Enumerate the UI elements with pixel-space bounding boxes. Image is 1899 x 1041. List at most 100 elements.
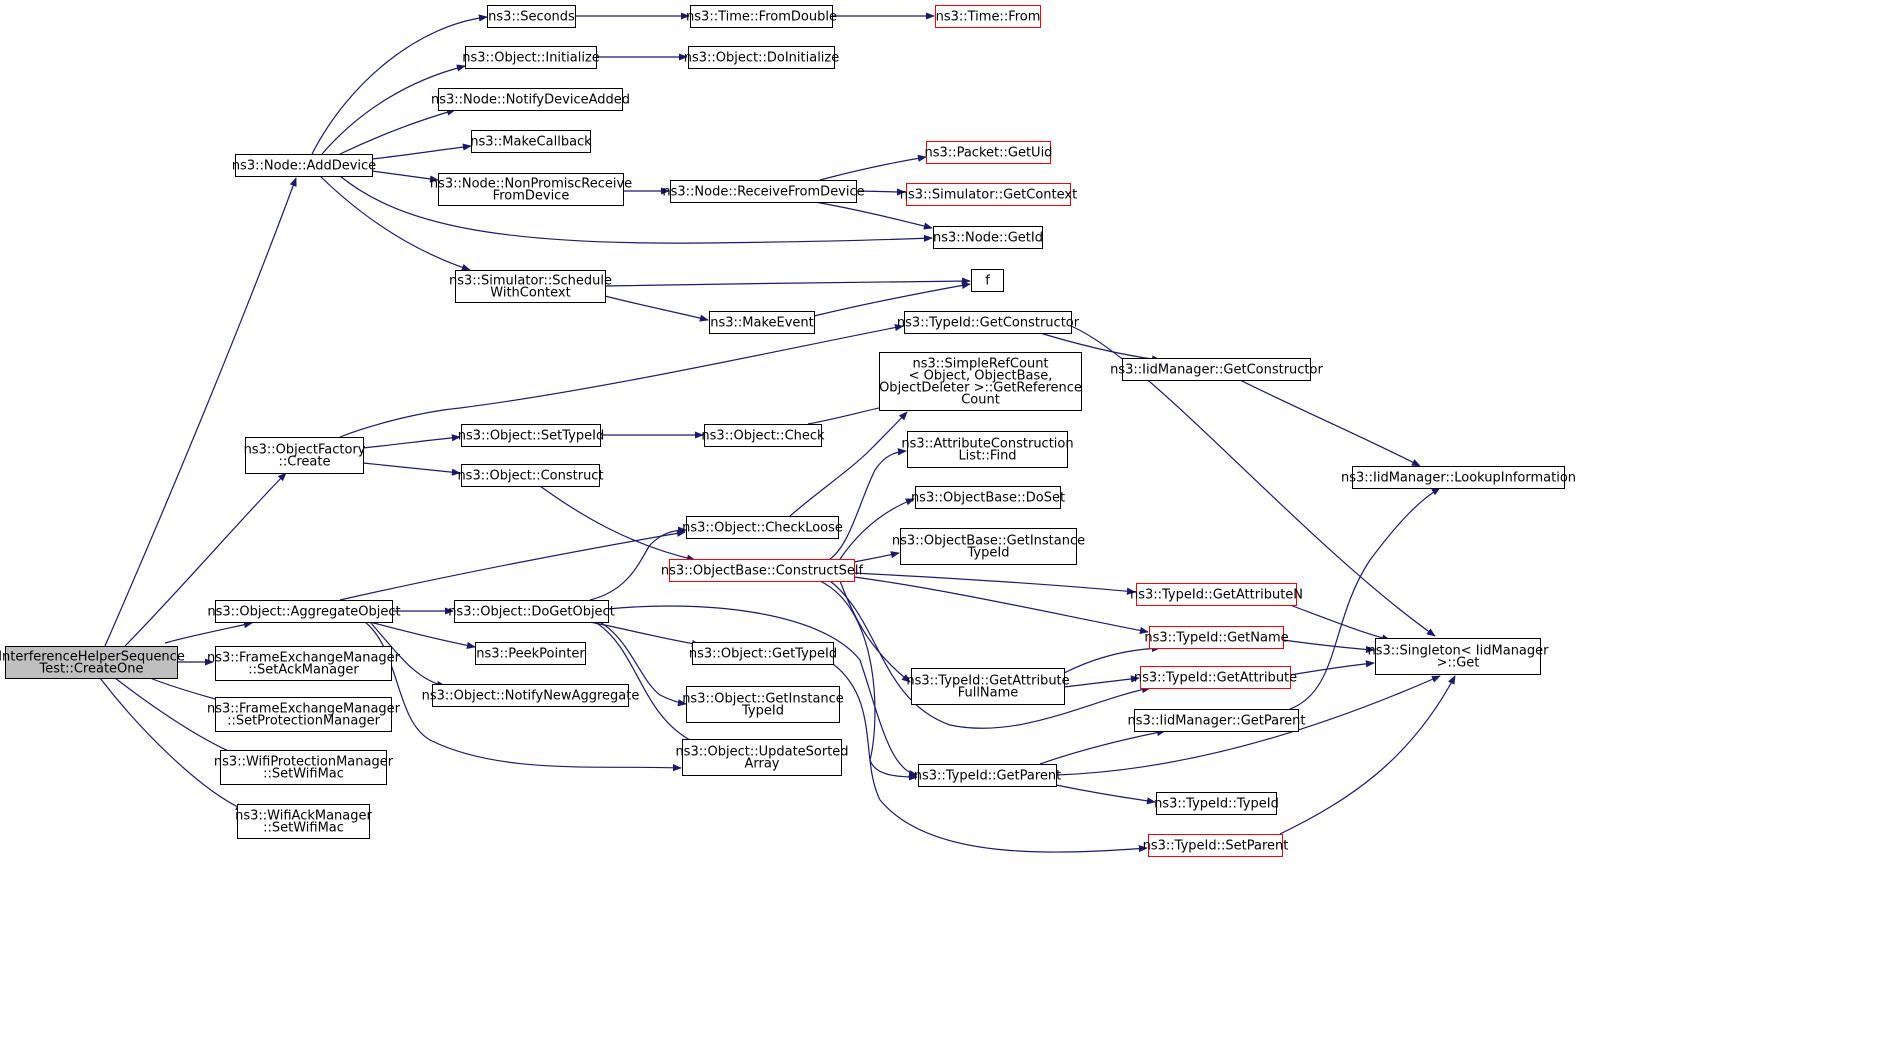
edge-receiveFromDevice-to-nodeGetId bbox=[814, 201, 933, 230]
node-wifiProtSetMac[interactable]: ns3::WifiProtectionManager::SetWifiMac bbox=[214, 750, 394, 785]
edge-constructSelf-to-getAttribute bbox=[829, 580, 1151, 729]
node-label-line: ::SetWifiMac bbox=[263, 821, 344, 836]
node-simpleRefCount[interactable]: ns3::SimpleRefCount< Object, ObjectBase,… bbox=[879, 352, 1082, 411]
node-objCheck[interactable]: ns3::Object::Check bbox=[701, 424, 825, 447]
node-box bbox=[1140, 666, 1291, 689]
node-label-line: ns3::Object::NotifyNewAggregate bbox=[422, 689, 640, 704]
node-nodeGetId[interactable]: ns3::Node::GetId bbox=[933, 226, 1043, 249]
node-packetGetUid[interactable]: ns3::Packet::GetUid bbox=[925, 141, 1053, 164]
edge-addDevice-to-notifyDeviceAdded bbox=[339, 108, 456, 155]
node-label-line: ::SetProtectionManager bbox=[227, 714, 381, 729]
node-label-line: Array bbox=[744, 757, 779, 772]
node-doSet[interactable]: ns3::ObjectBase::DoSet bbox=[911, 486, 1065, 509]
node-wifiAckSetMac[interactable]: ns3::WifiAckManager::SetWifiMac bbox=[235, 804, 373, 839]
edge-root-to-addDevice bbox=[104, 177, 297, 647]
node-box bbox=[688, 46, 835, 69]
edge-scheduleWithContext-to-makeEvent bbox=[604, 295, 709, 322]
node-typeIdCtor[interactable]: ns3::TypeId::TypeId bbox=[1154, 792, 1279, 815]
node-factoryCreate[interactable]: ns3::ObjectFactory::Create bbox=[244, 437, 366, 474]
node-label-line: < Object, ObjectBase, bbox=[909, 369, 1053, 384]
node-setParent[interactable]: ns3::TypeId::SetParent bbox=[1143, 834, 1289, 857]
node-peekPointer[interactable]: ns3::PeekPointer bbox=[475, 642, 586, 665]
edge-addDevice-to-initialize bbox=[321, 64, 466, 155]
edge-factoryCreate-to-getConstructor bbox=[339, 324, 904, 438]
node-typeIdGetParent[interactable]: ns3::TypeId::GetParent bbox=[914, 764, 1062, 787]
node-receiveFromDevice[interactable]: ns3::Node::ReceiveFromDevice bbox=[662, 180, 865, 203]
node-label-line: ::SetWifiMac bbox=[263, 767, 344, 782]
node-box bbox=[926, 141, 1051, 164]
node-label-line: TypeId bbox=[967, 546, 1010, 561]
node-box bbox=[692, 642, 834, 665]
node-box bbox=[438, 88, 623, 111]
node-makeCallback[interactable]: ns3::MakeCallback bbox=[470, 130, 592, 153]
edge-construct-to-constructSelf bbox=[539, 485, 696, 562]
node-box bbox=[215, 600, 393, 623]
node-initialize[interactable]: ns3::Object::Initialize bbox=[462, 46, 600, 69]
node-getName[interactable]: ns3::TypeId::GetName bbox=[1144, 626, 1289, 649]
node-checkLoose[interactable]: ns3::Object::CheckLoose bbox=[682, 516, 843, 539]
node-iidGetParent[interactable]: ns3::IidManager::GetParent bbox=[1127, 709, 1306, 732]
node-addDevice[interactable]: ns3::Node::AddDevice bbox=[232, 154, 376, 177]
edge-aggregate-to-checkLoose bbox=[339, 529, 686, 601]
node-notifyDeviceAdded[interactable]: ns3::Node::NotifyDeviceAdded bbox=[431, 88, 630, 111]
node-box bbox=[907, 431, 1068, 468]
node-iidGetConstructor[interactable]: ns3::IidManager::GetConstructor bbox=[1110, 358, 1323, 381]
node-getAttribute[interactable]: ns3::TypeId::GetAttribute bbox=[1134, 666, 1297, 689]
edge-scheduleWithContext-to-f bbox=[604, 277, 971, 287]
node-getConstructor[interactable]: ns3::TypeId::GetConstructor bbox=[897, 311, 1080, 334]
node-box bbox=[686, 686, 840, 723]
edge-addDevice-to-scheduleWithContext bbox=[319, 175, 471, 271]
node-label-line: ns3::Node::NotifyDeviceAdded bbox=[431, 93, 630, 108]
node-box bbox=[215, 646, 392, 681]
edge-getAttrFullName-to-getAttribute bbox=[1063, 675, 1140, 688]
node-f[interactable]: f bbox=[971, 269, 1004, 292]
node-aggregate[interactable]: ns3::Object::AggregateObject bbox=[207, 600, 401, 623]
node-label-line: ns3::Object::UpdateSorted bbox=[675, 745, 848, 760]
node-box bbox=[215, 697, 392, 732]
node-timeFrom[interactable]: ns3::Time::From bbox=[935, 5, 1041, 28]
node-box bbox=[906, 183, 1071, 206]
node-setAckManager[interactable]: ns3::FrameExchangeManager::SetAckManager bbox=[207, 646, 401, 681]
node-box bbox=[1136, 583, 1297, 606]
node-construct[interactable]: ns3::Object::Construct bbox=[457, 464, 604, 487]
node-lookupInfo[interactable]: ns3::IidManager::LookupInformation bbox=[1341, 466, 1576, 489]
node-doGetObject[interactable]: ns3::Object::DoGetObject bbox=[448, 600, 615, 623]
edge-constructSelf-to-attrFind bbox=[829, 448, 907, 560]
node-label-line: ns3::ObjectBase::GetInstance bbox=[892, 534, 1085, 549]
node-fromDouble[interactable]: ns3::Time::FromDouble bbox=[686, 5, 837, 28]
edge-doGetObject-to-objGetInstanceTypeId bbox=[599, 621, 687, 707]
node-label-line: ns3::Node::ReceiveFromDevice bbox=[662, 185, 864, 200]
edge-getAttributeN-to-singletonGet bbox=[1289, 604, 1391, 642]
node-doInitialize[interactable]: ns3::Object::DoInitialize bbox=[684, 46, 840, 69]
node-makeEvent[interactable]: ns3::MakeEvent bbox=[709, 311, 815, 334]
node-seconds[interactable]: ns3::Seconds bbox=[487, 5, 576, 28]
node-label-line: ns3::Singleton< IidManager bbox=[1367, 644, 1549, 659]
node-label-line: ns3::Object::Initialize bbox=[462, 51, 600, 66]
node-setProtectionManager[interactable]: ns3::FrameExchangeManager::SetProtection… bbox=[207, 697, 401, 732]
node-label-line: ns3::FrameExchangeManager bbox=[207, 651, 401, 666]
node-simGetContext[interactable]: ns3::Simulator::GetContext bbox=[900, 183, 1077, 206]
node-label-line: ns3::MakeCallback bbox=[470, 135, 592, 150]
node-box bbox=[690, 5, 833, 28]
node-setTypeId[interactable]: ns3::Object::SetTypeId bbox=[458, 424, 604, 447]
node-singletonGet[interactable]: ns3::Singleton< IidManager>::Get bbox=[1367, 638, 1549, 675]
node-objGetTypeId[interactable]: ns3::Object::GetTypeId bbox=[689, 642, 837, 665]
node-label-line: InterferenceHelperSequence bbox=[0, 650, 185, 665]
node-box bbox=[1149, 626, 1284, 649]
node-notifyNewAggregate[interactable]: ns3::Object::NotifyNewAggregate bbox=[422, 684, 640, 707]
node-getAttributeN[interactable]: ns3::TypeId::GetAttributeN bbox=[1130, 583, 1303, 606]
edge-addDevice-to-nodeGetId bbox=[339, 175, 933, 244]
node-label-line: ns3::TypeId::GetAttribute bbox=[906, 674, 1069, 689]
node-constructSelf[interactable]: ns3::ObjectBase::ConstructSelf bbox=[661, 559, 864, 582]
node-label-line: ns3::TypeId::GetName bbox=[1144, 631, 1288, 646]
node-label-line: ns3::Object::Construct bbox=[457, 469, 603, 484]
node-root[interactable]: InterferenceHelperSequenceTest::CreateOn… bbox=[0, 646, 185, 679]
